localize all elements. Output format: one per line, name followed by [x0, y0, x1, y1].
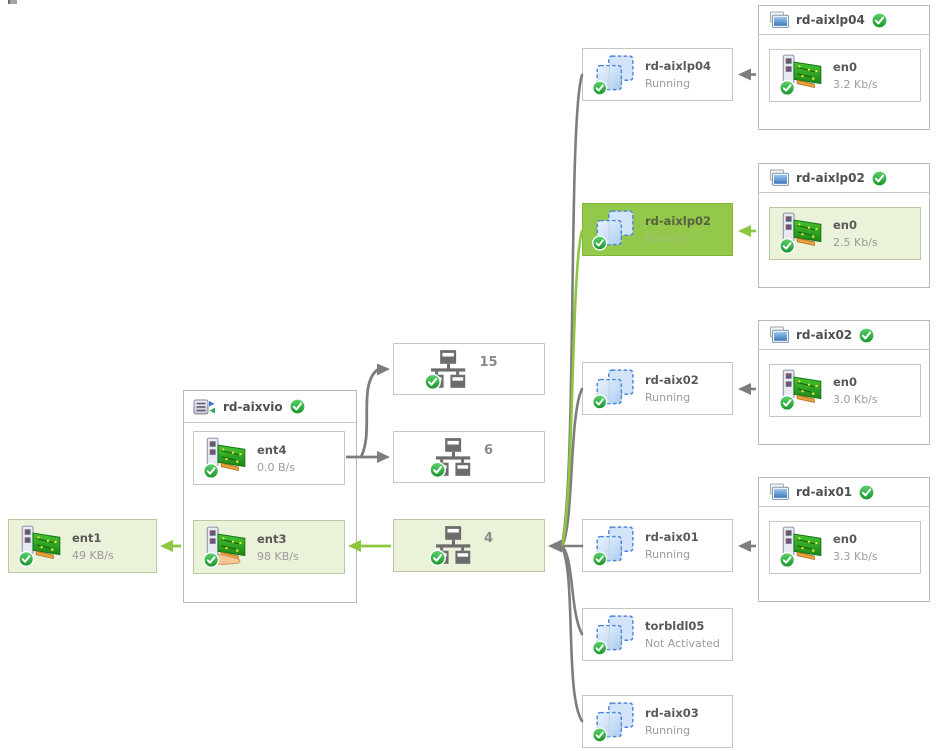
host-title: rd-aix01 — [796, 485, 853, 499]
node-lpar-rd-aix02[interactable]: rd-aix02 Running — [582, 362, 733, 415]
adapter-rate: 3.0 Kb/s — [833, 393, 878, 406]
status-ok-icon — [858, 326, 876, 344]
lpar-label: rd-aixlp04 — [645, 59, 711, 73]
lpar-label: rd-aix03 — [645, 706, 699, 720]
lpar-status: Running — [645, 391, 691, 404]
lpar-status: Running — [645, 548, 691, 561]
node-ent1[interactable]: ent1 49 KB/s — [8, 519, 157, 573]
lpar-icon — [592, 614, 636, 656]
node-en0-rd-aixlp04[interactable]: en0 3.2 Kb/s — [769, 49, 921, 102]
vio-server-icon — [193, 397, 217, 417]
host-header[interactable]: rd-aix01 — [759, 478, 929, 507]
lpar-status: Running — [645, 232, 691, 245]
host-icon — [768, 483, 790, 501]
adapter-rate: 3.3 Kb/s — [833, 550, 878, 563]
node-lpar-rd-aixlp04[interactable]: rd-aixlp04 Running — [582, 48, 733, 101]
adapter-label: en0 — [833, 532, 857, 546]
virtual-network-icon — [424, 349, 470, 390]
lpar-icon — [592, 54, 636, 96]
adapter-rate: 3.2 Kb/s — [833, 78, 878, 91]
virtual-network-icon — [429, 437, 475, 478]
container-rd-aixvio[interactable]: rd-aixvio ent4 0.0 B/s ent3 98 KB/s — [183, 390, 357, 603]
lpar-icon — [592, 525, 636, 567]
lpar-label: rd-aix01 — [645, 530, 699, 544]
host-icon — [768, 11, 790, 29]
container-rd-aixlp04[interactable]: rd-aixlp04 en0 3.2 Kb/s — [758, 5, 930, 130]
lpar-status: Running — [645, 724, 691, 737]
adapter-label: en0 — [833, 60, 857, 74]
lpar-icon — [592, 368, 636, 410]
ethernet-adapter-icon — [18, 525, 63, 568]
lpar-fan-connectors — [560, 73, 584, 723]
vlan-id: 6 — [483, 442, 494, 458]
status-ok-icon — [858, 483, 876, 501]
adapter-rate: 0.0 B/s — [257, 460, 295, 474]
adapter-rate: 98 KB/s — [257, 549, 299, 563]
host-header[interactable]: rd-aixlp04 — [759, 6, 929, 35]
host-icon — [768, 169, 790, 187]
adapter-label: ent3 — [257, 531, 287, 546]
lpar-label: rd-aix02 — [645, 373, 699, 387]
arrowhead-into-vlan4 — [548, 539, 562, 553]
rd-aixvio-header[interactable]: rd-aixvio — [184, 391, 356, 423]
node-vlan-4[interactable]: 4 — [393, 519, 545, 572]
container-rd-aix02[interactable]: rd-aix02 en0 3.0 Kb/s — [758, 320, 930, 445]
lpar-status: Running — [645, 77, 691, 90]
node-en0-rd-aix01[interactable]: en0 3.3 Kb/s — [769, 521, 921, 574]
vlan-id: 4 — [483, 531, 494, 546]
adapter-label: en0 — [833, 218, 857, 232]
node-en0-rd-aixlp02[interactable]: en0 2.5 Kb/s — [769, 207, 921, 260]
node-ent4[interactable]: ent4 0.0 B/s — [193, 431, 345, 485]
container-rd-aix01[interactable]: rd-aix01 en0 3.3 Kb/s — [758, 477, 930, 602]
status-ok-icon — [288, 398, 306, 415]
node-lpar-rd-aixlp02[interactable]: rd-aixlp02 Running — [582, 203, 733, 256]
lpar-label: rd-aixlp02 — [645, 214, 711, 228]
ethernet-adapter-icon — [779, 369, 824, 412]
host-title: rd-aixlp04 — [796, 13, 865, 27]
host-header[interactable]: rd-aixlp02 — [759, 164, 929, 193]
node-vlan-15[interactable]: 15 — [393, 343, 545, 395]
container-rd-aixlp02[interactable]: rd-aixlp02 en0 2.5 Kb/s — [758, 163, 930, 288]
ethernet-adapter-icon — [779, 526, 824, 569]
status-ok-icon — [870, 11, 888, 29]
host-title: rd-aix02 — [796, 328, 853, 342]
node-vlan-6[interactable]: 6 — [393, 431, 545, 483]
shared-ethernet-adapter-icon — [203, 526, 248, 569]
lpar-label: torbldl05 — [645, 619, 705, 633]
vio-server-title: rd-aixvio — [223, 399, 283, 414]
node-lpar-rd-aix03[interactable]: rd-aix03 Running — [582, 695, 733, 748]
host-title: rd-aixlp02 — [796, 171, 865, 185]
adapter-label: ent4 — [257, 442, 287, 457]
ethernet-adapter-icon — [779, 212, 824, 255]
ethernet-adapter-icon — [203, 437, 248, 480]
lpar-icon — [592, 209, 636, 251]
adapter-label: en0 — [833, 375, 857, 389]
adapter-label: ent1 — [72, 530, 102, 545]
node-lpar-rd-aix01[interactable]: rd-aix01 Running — [582, 519, 733, 572]
clipped-icon-fragment — [8, 0, 17, 4]
virtual-network-icon — [429, 525, 475, 566]
host-icon — [768, 326, 790, 344]
ethernet-adapter-icon — [779, 54, 824, 97]
vlan-id: 15 — [479, 354, 498, 370]
node-en0-rd-aix02[interactable]: en0 3.0 Kb/s — [769, 364, 921, 417]
node-lpar-torbldl05[interactable]: torbldl05 Not Activated — [582, 608, 733, 661]
en0-connectors — [738, 68, 756, 552]
connector-rd-aixlp02-vlan4-green — [560, 229, 584, 547]
status-ok-icon — [870, 169, 888, 187]
adapter-rate: 49 KB/s — [72, 548, 114, 562]
node-ent3[interactable]: ent3 98 KB/s — [193, 520, 345, 574]
lpar-status: Not Activated — [645, 637, 720, 650]
host-header[interactable]: rd-aix02 — [759, 321, 929, 350]
adapter-rate: 2.5 Kb/s — [833, 236, 878, 249]
lpar-icon — [592, 701, 636, 743]
